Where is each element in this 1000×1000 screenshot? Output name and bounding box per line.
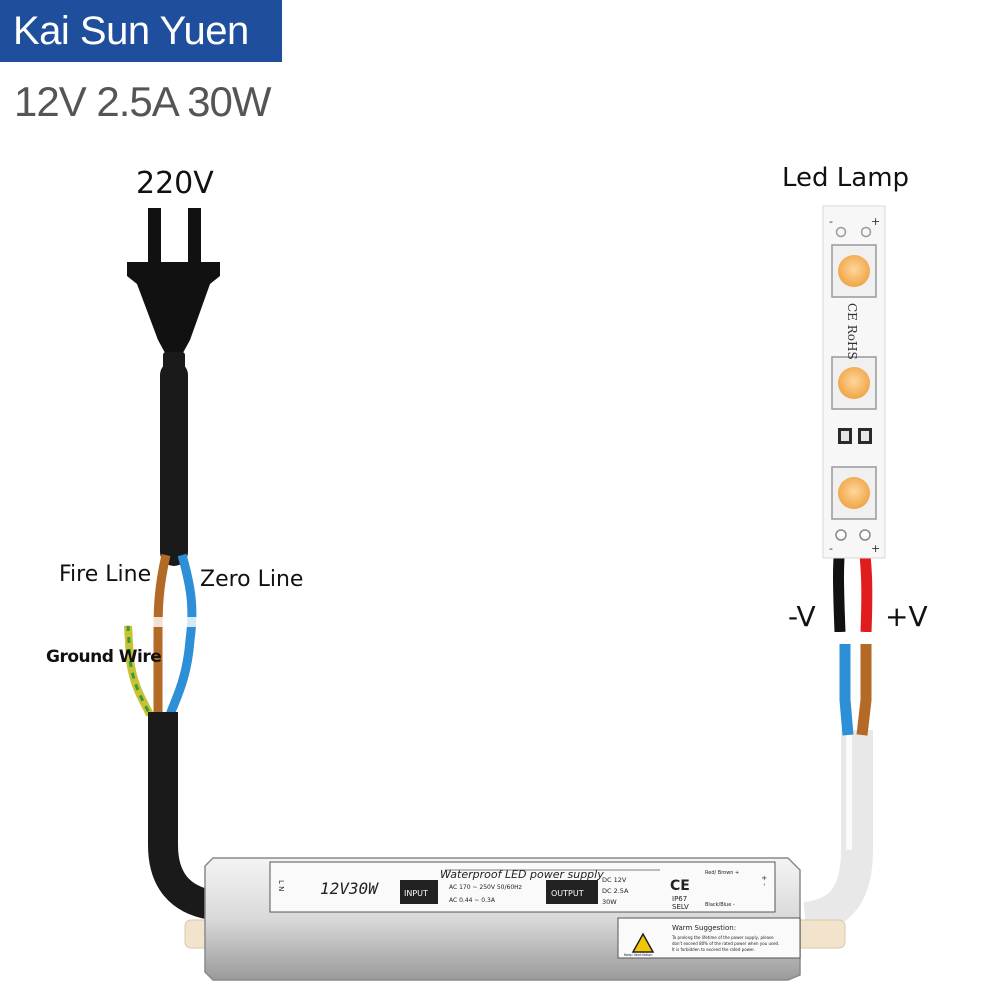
supply-model: 12V30W xyxy=(320,879,379,898)
supply-warn-1: To prolong the lifetime of the power sup… xyxy=(671,935,774,940)
supply-output-1: DC 12V xyxy=(602,876,627,884)
supply-ip: IP67 xyxy=(672,895,687,903)
supply-warn-title: Warm Suggestion: xyxy=(672,924,736,932)
led-strip: - + - + CE RoHS xyxy=(822,205,886,559)
fire-line-label: Fire Line xyxy=(59,562,152,587)
strip-minus-top: - xyxy=(829,215,833,228)
split-wires xyxy=(122,553,198,717)
supply-input-tag: INPUT xyxy=(404,889,428,898)
output-cable xyxy=(802,730,873,934)
neg-blue-wire xyxy=(839,640,854,736)
mains-cable-lower xyxy=(148,712,216,920)
output-wires xyxy=(830,544,878,736)
plug-icon xyxy=(127,208,220,378)
supply-selv: SELV xyxy=(672,903,689,911)
strip-plus-top: + xyxy=(871,215,880,228)
brand-banner: Kai Sun Yuen xyxy=(0,0,282,62)
supply-side-left: L N xyxy=(277,880,285,891)
neg-voltage-label: -V xyxy=(788,600,816,633)
supply-warn-keep: Keep Ventilation xyxy=(624,953,652,957)
pos-voltage-label: +V xyxy=(885,600,928,633)
strip-mark: CE RoHS xyxy=(845,303,859,360)
pos-brown-wire xyxy=(856,640,872,736)
supply-red-brown: Red/ Brown + xyxy=(705,870,739,876)
power-supply: Waterproof LED power supply 12V30W INPUT… xyxy=(184,857,846,981)
ground-wire-label: Ground Wire xyxy=(46,647,162,667)
supply-warn-3: It is forbidden to exceed the rated powe… xyxy=(672,947,755,952)
supply-side-right: + - xyxy=(760,875,768,886)
mains-voltage-label: 220V xyxy=(136,166,214,201)
spec-rating: 12V 2.5A 30W xyxy=(14,78,272,125)
strip-minus-bottom: - xyxy=(829,542,833,555)
supply-title: Waterproof LED power supply xyxy=(440,868,604,881)
supply-output-2: DC 2.5A xyxy=(602,887,629,895)
supply-input-2: AC 0.44 ~ 0.3A xyxy=(449,897,496,904)
supply-warn-2: don't exceed 80% of the rated power when… xyxy=(672,941,779,946)
zero-line-label: Zero Line xyxy=(200,567,304,592)
supply-black-blue: Black/Blue - xyxy=(705,902,735,908)
zero-wire xyxy=(165,553,197,717)
ce-icon: CE xyxy=(670,878,690,894)
supply-output-tag: OUTPUT xyxy=(551,889,584,898)
fire-wire xyxy=(153,553,171,715)
supply-input-1: AC 170 ~ 250V 50/60Hz xyxy=(449,884,522,891)
lamp-label: Led Lamp xyxy=(782,163,910,193)
supply-output-3: 30W xyxy=(602,898,617,906)
strip-plus-bottom: + xyxy=(871,542,880,555)
ground-wire xyxy=(124,624,154,717)
